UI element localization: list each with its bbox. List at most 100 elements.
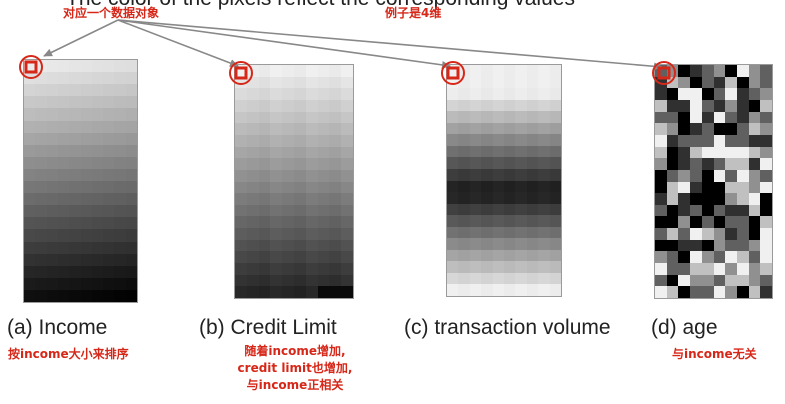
pixel-cell bbox=[458, 122, 471, 135]
pixel-cell bbox=[57, 217, 70, 231]
pixel-cell bbox=[125, 241, 137, 255]
pixel-cell bbox=[125, 108, 137, 122]
pixel-cell bbox=[538, 272, 551, 285]
pixel-cell bbox=[125, 84, 137, 98]
pixel-cell bbox=[725, 65, 738, 77]
pixel-cell bbox=[258, 193, 271, 206]
pixel-cell bbox=[103, 84, 116, 98]
pixel-cell bbox=[341, 239, 353, 252]
pixel-cell bbox=[258, 204, 271, 217]
pixel-cell bbox=[35, 229, 48, 243]
pixel-cell bbox=[282, 111, 295, 124]
pixel-cell bbox=[701, 146, 714, 159]
pixel-cell bbox=[235, 134, 247, 147]
pixel-cell bbox=[481, 215, 494, 228]
pixel-cell bbox=[270, 263, 283, 276]
pixel-cell bbox=[235, 123, 247, 136]
pixel-cell bbox=[504, 261, 516, 274]
pixel-cell bbox=[57, 84, 70, 98]
pixel-cell bbox=[317, 111, 330, 124]
pixel-cell bbox=[504, 180, 516, 193]
arrow-to-income bbox=[43, 19, 119, 57]
pixel-cell bbox=[35, 132, 48, 146]
pixel-cell bbox=[538, 226, 551, 239]
pixel-cell bbox=[538, 284, 551, 296]
pixel-cell bbox=[701, 181, 714, 194]
pixel-cell bbox=[458, 168, 471, 181]
pixel-cell bbox=[125, 120, 137, 134]
pixel-cell bbox=[736, 239, 749, 252]
pixel-cell bbox=[655, 193, 667, 206]
pixel-cell bbox=[666, 263, 679, 276]
pixel-cell bbox=[103, 168, 116, 182]
pixel-cell bbox=[235, 239, 247, 252]
pixel-cell bbox=[736, 181, 749, 194]
pixel-cell bbox=[492, 272, 505, 285]
pixel-cell bbox=[246, 181, 259, 194]
pixel-cell bbox=[46, 60, 59, 73]
pixel-cell bbox=[114, 120, 127, 134]
pixel-cell bbox=[258, 169, 271, 182]
pixel-cell bbox=[447, 261, 459, 274]
pixel-cell bbox=[469, 168, 482, 181]
pixel-cell bbox=[713, 263, 726, 276]
pixel-cell bbox=[69, 277, 82, 291]
arrow-to-credit-limit bbox=[117, 19, 239, 67]
pixel-cell bbox=[447, 192, 459, 205]
pixel-cell bbox=[458, 272, 471, 285]
pixel-cell bbox=[24, 84, 36, 98]
pixel-cell bbox=[305, 123, 318, 136]
pixel-cell bbox=[80, 289, 93, 302]
pixel-cell bbox=[666, 76, 679, 89]
pixel-cell bbox=[235, 146, 247, 159]
pixel-cell bbox=[103, 181, 116, 194]
pixel-cell bbox=[458, 157, 471, 170]
pixel-cell bbox=[481, 249, 494, 262]
pixel-cell bbox=[35, 156, 48, 170]
pixel-cell bbox=[678, 65, 691, 77]
pixel-cell bbox=[341, 158, 353, 171]
pixel-cell bbox=[294, 146, 306, 159]
pixel-cell bbox=[235, 158, 247, 171]
pixel-cell bbox=[690, 76, 703, 89]
note-credit-limit-correlation: 随着income增加, credit limit也增加, 与income正相关 bbox=[225, 343, 365, 394]
pixel-cell bbox=[492, 249, 505, 262]
pixel-cell bbox=[329, 169, 342, 182]
pixel-cell bbox=[80, 229, 93, 243]
pixel-cell bbox=[678, 76, 691, 89]
pixel-cell bbox=[760, 228, 772, 241]
pixel-cell bbox=[103, 144, 116, 158]
pixel-cell bbox=[46, 265, 59, 279]
pixel-cell bbox=[125, 156, 137, 170]
pixel-cell bbox=[549, 192, 561, 205]
pixel-cell bbox=[246, 99, 259, 112]
pixel-cell bbox=[690, 228, 703, 241]
pixel-cell bbox=[447, 88, 459, 101]
pixel-cell bbox=[760, 251, 772, 264]
pixel-cell bbox=[481, 203, 494, 216]
pixel-cell bbox=[725, 158, 738, 171]
pixel-cell bbox=[305, 76, 318, 89]
pixel-cell bbox=[24, 193, 36, 207]
pixel-cell bbox=[24, 205, 36, 219]
pixel-cell bbox=[458, 111, 471, 124]
pixel-cell bbox=[701, 274, 714, 287]
pixel-cell bbox=[294, 263, 306, 276]
pixel-cell bbox=[246, 274, 259, 287]
pixel-cell bbox=[69, 241, 82, 255]
pixel-cell bbox=[481, 272, 494, 285]
pixel-cell bbox=[235, 251, 247, 264]
pixel-cell bbox=[515, 168, 528, 181]
pixel-cell bbox=[736, 274, 749, 287]
pixel-cell bbox=[678, 274, 691, 287]
pixel-cell bbox=[760, 193, 772, 206]
pixel-cell bbox=[492, 203, 505, 216]
pixel-cell bbox=[736, 204, 749, 217]
pixel-cell bbox=[678, 123, 691, 136]
pixel-cell bbox=[690, 111, 703, 124]
pixel-cell bbox=[282, 286, 295, 298]
pixel-cell bbox=[481, 284, 494, 296]
pixel-cell bbox=[258, 134, 271, 147]
pixel-cell bbox=[235, 181, 247, 194]
pixel-cell bbox=[690, 181, 703, 194]
